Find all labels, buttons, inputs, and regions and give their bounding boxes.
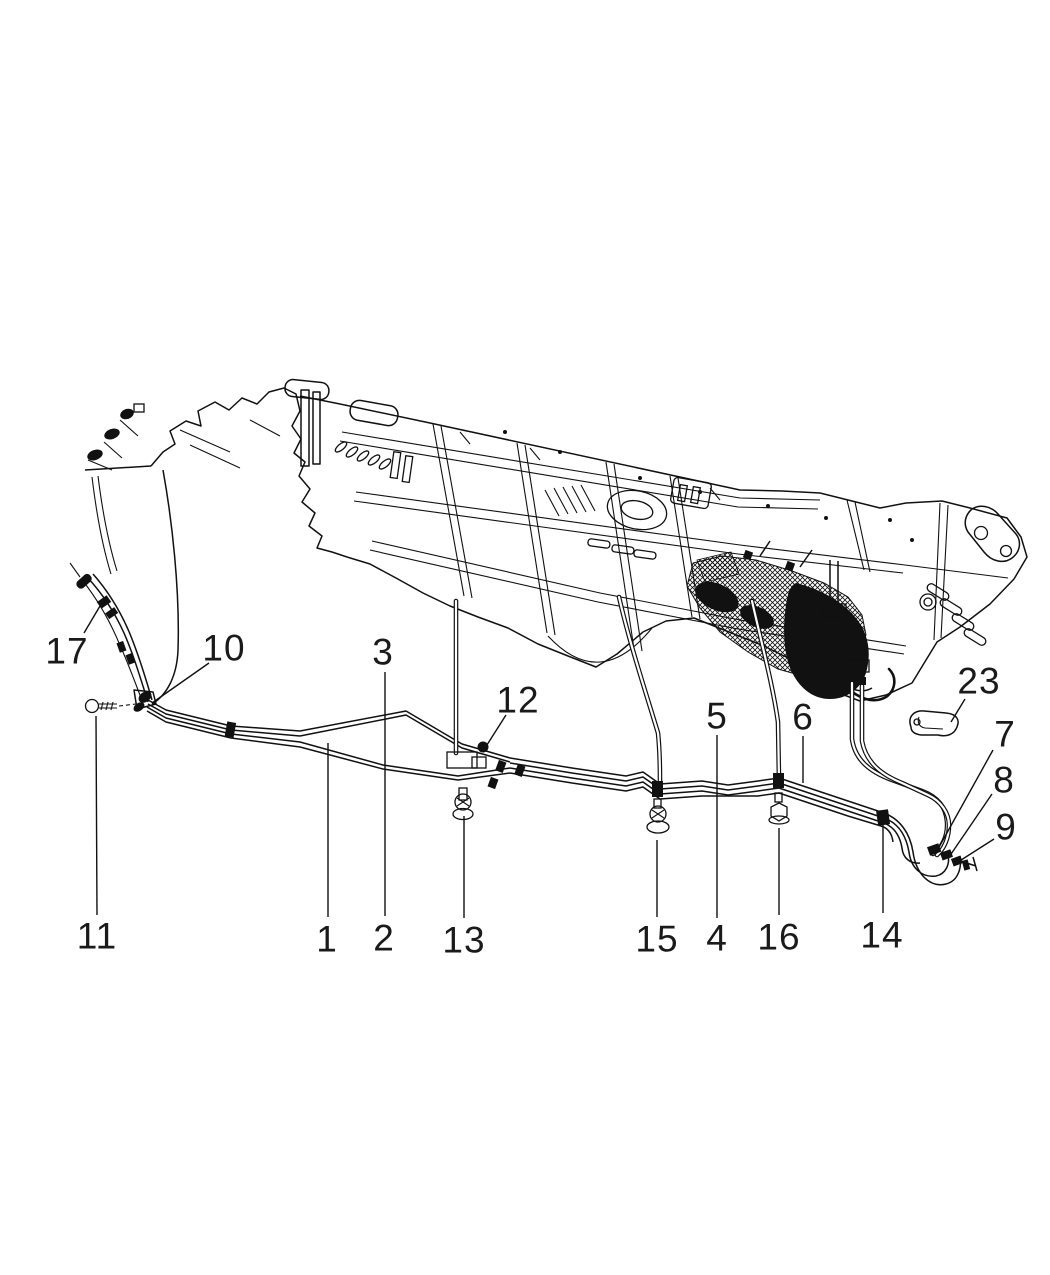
callout-15: 15 [635, 918, 679, 960]
callout-14: 14 [860, 914, 904, 956]
line-clip-icon [876, 809, 891, 826]
callout-16: 16 [757, 916, 801, 958]
callout-12: 12 [496, 679, 540, 721]
callout-7: 7 [994, 713, 1016, 755]
callout-2: 2 [373, 917, 395, 959]
callout-11: 11 [76, 915, 118, 957]
push-pin-bolt-icon [646, 798, 670, 834]
floorpan-slots [334, 430, 1021, 646]
callout-13: 13 [442, 919, 486, 961]
callout-10: 10 [202, 627, 246, 669]
callout-3: 3 [372, 631, 394, 673]
line-clip-icon [773, 773, 784, 788]
callout-6: 6 [792, 696, 814, 738]
grommet-clip-icon [477, 741, 489, 753]
callout-17: 17 [45, 630, 89, 672]
strap-bracket-icon [909, 710, 959, 737]
callout-23: 23 [957, 660, 1001, 702]
line-clip-icon [652, 781, 663, 797]
callout-5: 5 [706, 695, 728, 737]
push-pin-bolt-icon [452, 787, 474, 821]
callout-4: 4 [706, 917, 728, 959]
fuel-pump-assembly-art [686, 540, 896, 702]
callout-9: 9 [995, 806, 1017, 848]
hex-nut-icon [768, 792, 790, 825]
callout-8: 8 [993, 759, 1015, 801]
line-clip-icon [224, 721, 237, 738]
callout-1: 1 [316, 918, 338, 960]
